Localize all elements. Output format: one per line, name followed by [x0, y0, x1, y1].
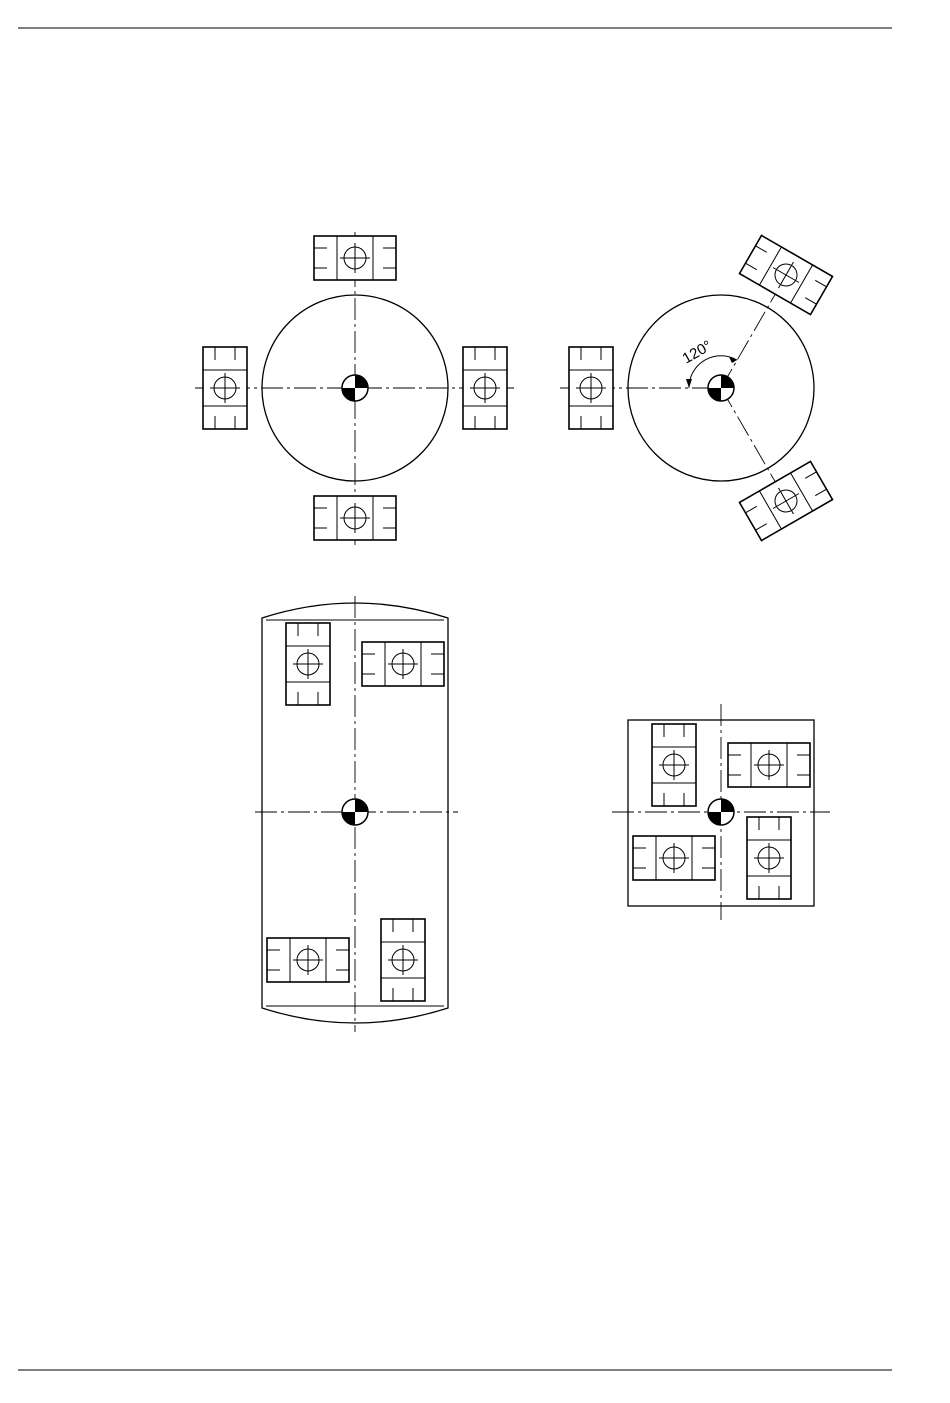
angle-arrow-left	[686, 379, 692, 388]
mount-pad-right	[463, 347, 507, 429]
mount-pad-upper-right	[728, 743, 810, 787]
mount-pad-lower-right	[739, 461, 832, 540]
angle-label: 120°	[680, 337, 715, 367]
mount-pad-upper-right	[362, 642, 444, 686]
center-of-gravity-icon	[342, 799, 368, 825]
center-of-gravity-icon	[708, 375, 734, 401]
figure-circle-three-mounts: 120°	[560, 235, 833, 540]
mount-pad-lower-left	[267, 938, 349, 982]
center-of-gravity-icon	[708, 799, 734, 825]
figure-square-four-mounts	[612, 704, 830, 920]
figure-rectangle-four-mounts	[255, 596, 458, 1032]
mount-pad-upper-left	[652, 724, 696, 806]
mount-pad-top	[314, 236, 396, 280]
mount-pad-lower-right	[381, 919, 425, 1001]
mount-pad-upper-left	[286, 623, 330, 705]
mount-pad-left	[569, 347, 613, 429]
mount-pad-upper-right	[739, 235, 832, 314]
mount-pad-left	[203, 347, 247, 429]
mount-pad-bottom	[314, 496, 396, 540]
figure-circle-four-mounts	[195, 232, 515, 545]
center-of-gravity-icon	[342, 375, 368, 401]
mount-pad-lower-left	[633, 836, 715, 880]
mount-pad-lower-right	[747, 817, 791, 899]
